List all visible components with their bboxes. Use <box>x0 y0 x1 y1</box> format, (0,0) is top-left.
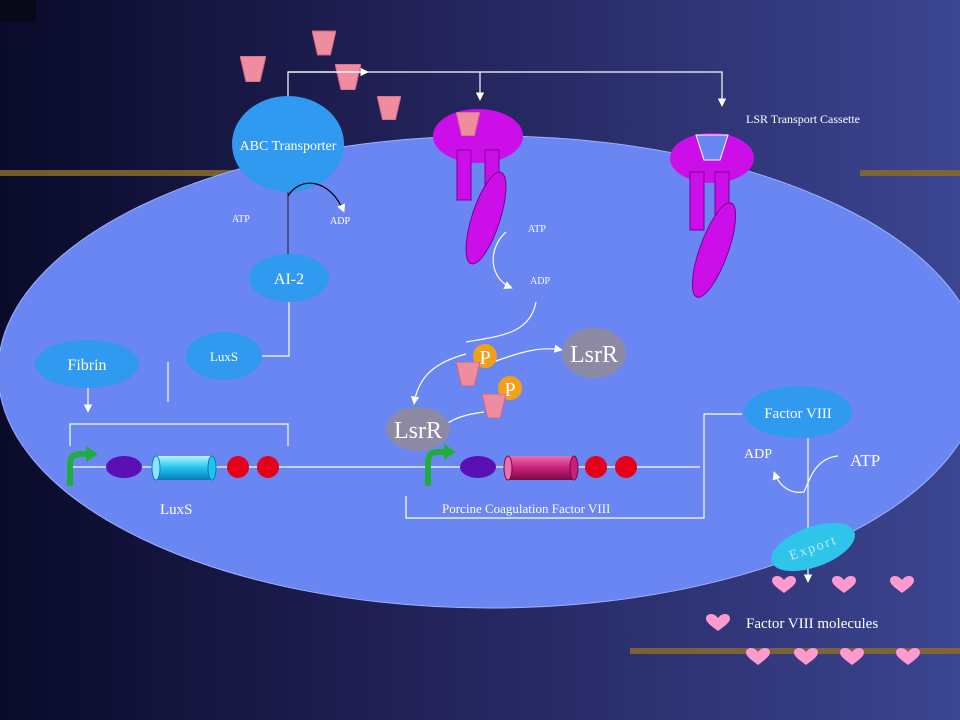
phosphate-label-top: P <box>479 347 490 369</box>
luxs-gene-label: LuxS <box>160 502 193 518</box>
luxs-operon-bracket <box>69 423 289 446</box>
atp-label-right: ATP <box>850 451 880 470</box>
corner-block <box>0 0 36 22</box>
export-node: Export <box>771 522 855 572</box>
lsrr-label-bottom: LsrR <box>394 418 442 444</box>
phospho-arrow-right <box>487 344 563 365</box>
atp-hydrolysis-arrow-mid <box>492 231 513 289</box>
luxs-gene-cylinder <box>151 455 217 481</box>
fviii-gene-cylinder <box>503 455 579 481</box>
terminator-fviii-2 <box>615 456 637 478</box>
ai2-label: AI-2 <box>274 271 304 288</box>
signal-molecule-icon <box>335 64 361 90</box>
factor-viii-label: Factor VIII <box>764 406 832 422</box>
luxs-enzyme-node <box>186 332 262 380</box>
signal-molecule-icon <box>377 96 401 120</box>
lsrr-node-bottom <box>386 407 450 451</box>
lsrr-node-top <box>562 328 626 378</box>
luxs-enzyme-label: LuxS <box>210 349 238 364</box>
lsrr-label-top: LsrR <box>570 342 618 368</box>
ai2-link <box>262 302 290 357</box>
phosphate-label-bottom: P <box>504 379 515 401</box>
terminator-luxs-1 <box>227 456 249 478</box>
phospho-link <box>465 301 537 343</box>
atp-hydrolysis-arrow-left <box>287 182 345 213</box>
heart-molecule-icon <box>706 614 730 631</box>
signal-molecule-icon <box>312 30 336 56</box>
adp-label-mid: ADP <box>530 276 550 287</box>
lsr-cassette-label: LSR Transport Cassette <box>746 112 860 126</box>
atp-hydrolysis-arrow-right <box>772 455 839 493</box>
adp-label-left: ADP <box>330 216 350 227</box>
terminator-fviii-1 <box>585 456 607 478</box>
ai2-node <box>249 254 329 302</box>
lsr-transporter-2 <box>670 133 754 298</box>
promoter-arrow-icon <box>67 451 86 486</box>
signal-molecule-icon <box>240 56 266 82</box>
rbs-luxs <box>106 456 142 478</box>
decor-stripe-left <box>0 170 240 176</box>
fviii-expression-line <box>405 413 742 519</box>
terminator-luxs-2 <box>257 456 279 478</box>
atp-label-mid: ATP <box>528 224 546 235</box>
fibrin-label: Fibrin <box>67 357 106 374</box>
adp-label-right: ADP <box>744 447 772 462</box>
porcine-gene-label: Porcine Coagulation Factor VIII <box>442 501 610 516</box>
lsr-transporter-1 <box>433 109 523 265</box>
heart-molecule-icon <box>890 576 914 593</box>
decor-stripe-right <box>860 170 960 176</box>
phospho-arrow-down <box>410 353 467 405</box>
heart-molecule-icon <box>772 576 796 593</box>
atp-label-left: ATP <box>232 214 250 225</box>
promoter-arrow-icon <box>425 449 444 486</box>
fibrin-node <box>35 340 139 388</box>
molecules-label: Factor VIII molecules <box>746 616 878 632</box>
abc-transporter-label: ABC Transporter <box>240 139 337 154</box>
rbs-fviii <box>460 456 496 478</box>
heart-molecule-icon <box>832 576 856 593</box>
abc-transporter-node <box>232 96 344 192</box>
signal-route-line <box>287 71 727 107</box>
factor-viii-node <box>744 386 852 438</box>
